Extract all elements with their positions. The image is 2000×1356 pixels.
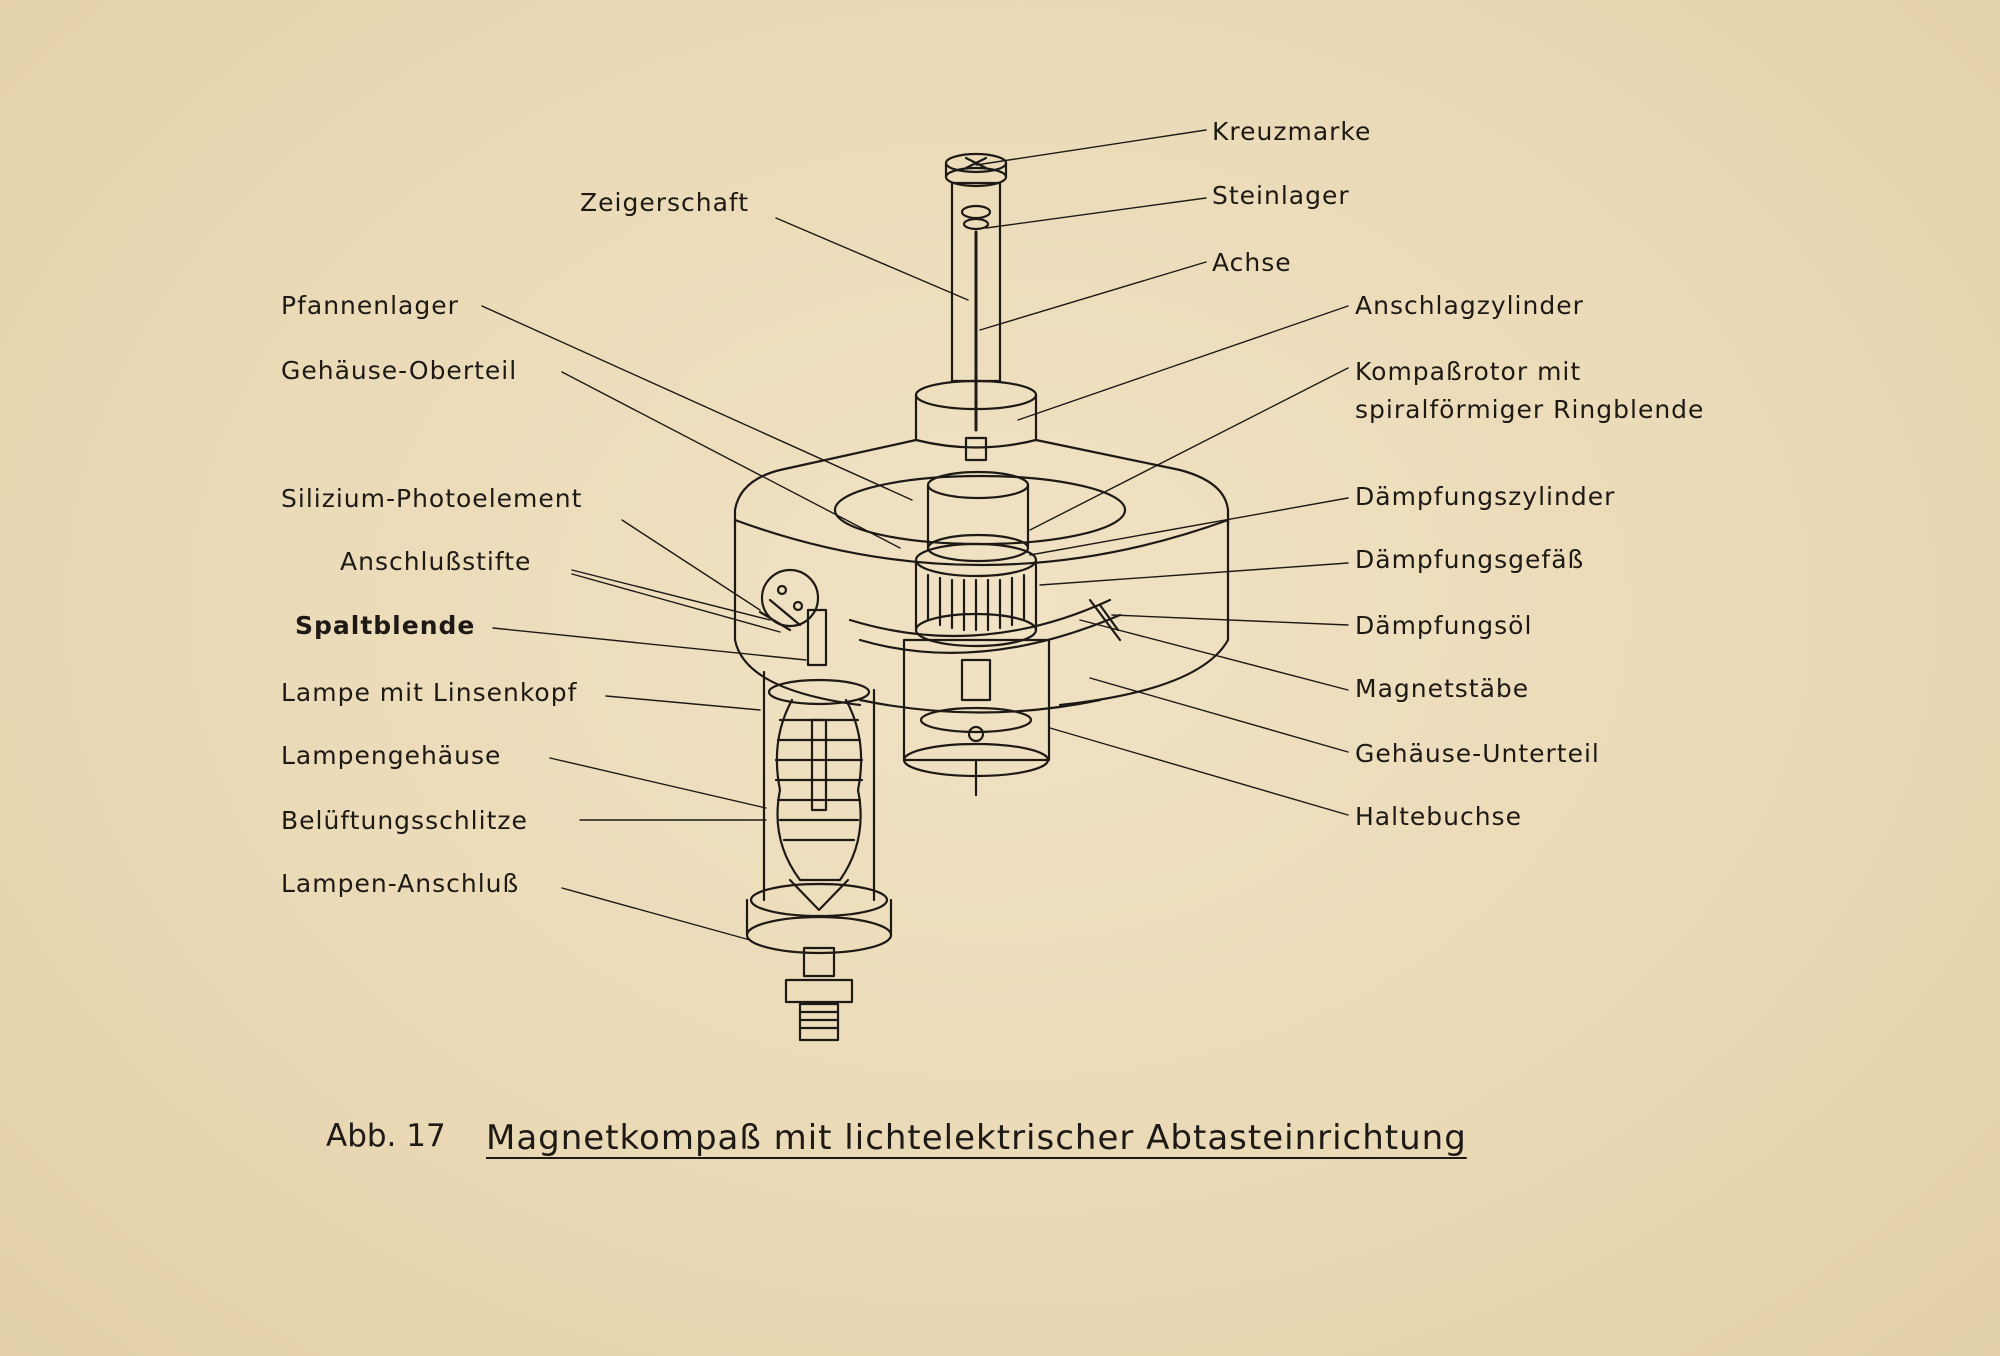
- label-daempfungszylinder: Dämpfungszylinder: [1355, 482, 1616, 511]
- leader-lines-left: [481, 217, 969, 941]
- damping-cylinder: [926, 470, 1030, 563]
- label-gehaeuse-oberteil: Gehäuse-Oberteil: [281, 356, 518, 385]
- label-daempfungsoel: Dämpfungsöl: [1355, 611, 1533, 640]
- label-anschlussstifte: Anschlußstifte: [340, 547, 532, 576]
- label-haltebuchse: Haltebuchse: [1355, 802, 1522, 831]
- label-pfannenlager: Pfannenlager: [281, 291, 459, 320]
- label-gehaeuse-unterteil: Gehäuse-Unterteil: [1355, 739, 1600, 768]
- lamp-housing: [745, 670, 893, 1042]
- label-zeigerschaft: Zeigerschaft: [580, 188, 750, 217]
- label-achse: Achse: [1212, 248, 1292, 277]
- label-kompassrotor-line1: Kompaßrotor mit: [1355, 357, 1582, 386]
- label-daempfungsgefaess: Dämpfungsgefäß: [1355, 545, 1585, 574]
- label-anschlagzylinder: Anschlagzylinder: [1355, 291, 1584, 320]
- figure-caption: Magnetkompaß mit lichtelektrischer Abtas…: [486, 1118, 1467, 1158]
- upper-housing: [733, 438, 1230, 714]
- label-kompassrotor-line2: spiralförmiger Ringblende: [1355, 395, 1705, 424]
- label-kreuzmarke: Kreuzmarke: [1212, 117, 1372, 146]
- label-lampengehaeuse: Lampengehäuse: [281, 741, 502, 770]
- label-lampen-anschluss: Lampen-Anschluß: [281, 869, 520, 898]
- label-belueftungsschlitze: Belüftungsschlitze: [281, 806, 528, 835]
- label-lampe-mit-linsenkopf: Lampe mit Linsenkopf: [281, 678, 578, 707]
- figure-number: Abb. 17: [326, 1118, 446, 1154]
- pointer-shaft: [944, 152, 1008, 432]
- stop-cylinder: [914, 379, 1038, 462]
- label-magnetstaebe: Magnetstäbe: [1355, 674, 1530, 703]
- compass-rotor: [848, 542, 1122, 654]
- label-steinlager: Steinlager: [1212, 181, 1350, 210]
- photo-element: [758, 568, 828, 667]
- holder-sleeve: [902, 638, 1051, 797]
- leader-lines-right: [975, 129, 1349, 816]
- label-spaltblende: Spaltblende: [295, 611, 476, 640]
- label-silizium-photoelement: Silizium-Photoelement: [281, 484, 583, 513]
